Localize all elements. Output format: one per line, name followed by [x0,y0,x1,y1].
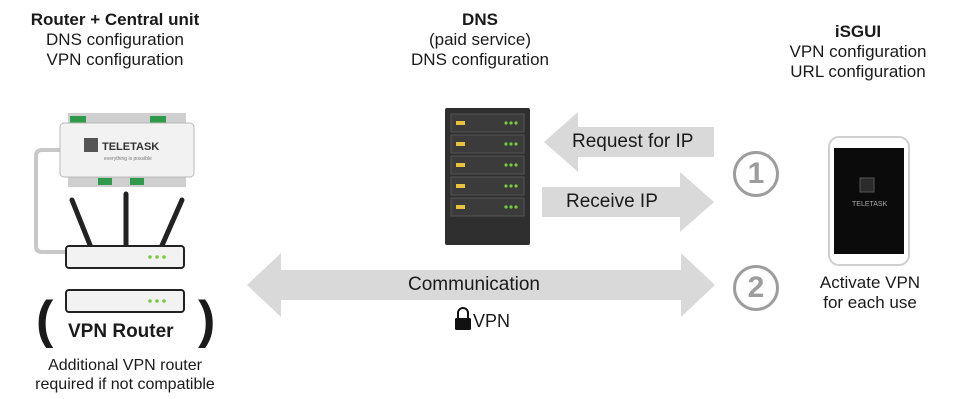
right-line1: VPN configuration [789,42,927,61]
central-unit-brand: TELETASK [102,141,159,153]
phone-caption-line2: for each use [823,293,917,312]
note-line1: Additional VPN router [48,357,202,374]
communication-label: Communication [408,274,540,295]
central-unit: TELETASK everything is possible [59,113,195,187]
left-header: Router + Central unit DNS configuration … [0,10,230,70]
middle-header: DNS (paid service) DNS configuration [380,10,580,70]
connection-cable [34,148,68,254]
phone-caption: Activate VPN for each use [790,273,950,313]
step-1-badge: 1 [733,151,779,197]
note-line2: required if not compatible [35,376,215,393]
vpn-router-note: Additional VPN router required if not co… [0,356,250,394]
request-arrow [544,112,714,172]
left-title: Router + Central unit [30,10,200,29]
request-label: Request for IP [572,131,694,152]
middle-title: DNS [462,10,498,29]
step-2-badge: 2 [733,265,779,311]
vpn-router-label: VPN Router [68,321,174,342]
right-line2: URL configuration [790,62,926,81]
close-paren: ) [198,291,216,349]
router [65,191,185,269]
right-header: iSGUI VPN configuration URL configuratio… [760,22,956,82]
communication-arrow [247,253,715,317]
phone-brand: TELETASK [852,201,888,208]
vpn-router-device [65,289,185,313]
vpn-label: VPN [473,311,511,331]
smartphone: TELETASK [828,136,910,266]
right-title: iSGUI [834,22,882,41]
middle-line1: (paid service) [428,30,532,49]
dns-server [445,108,530,245]
central-unit-tagline: everything is possible [104,156,152,162]
left-line1: DNS configuration [46,30,184,49]
left-line2: VPN configuration [46,50,184,69]
phone-caption-line1: Activate VPN [819,273,921,292]
lock-icon [455,307,471,330]
open-paren: ( [36,291,54,349]
middle-line2: DNS configuration [411,50,549,69]
receive-label: Receive IP [566,191,658,212]
receive-arrow [542,172,714,232]
